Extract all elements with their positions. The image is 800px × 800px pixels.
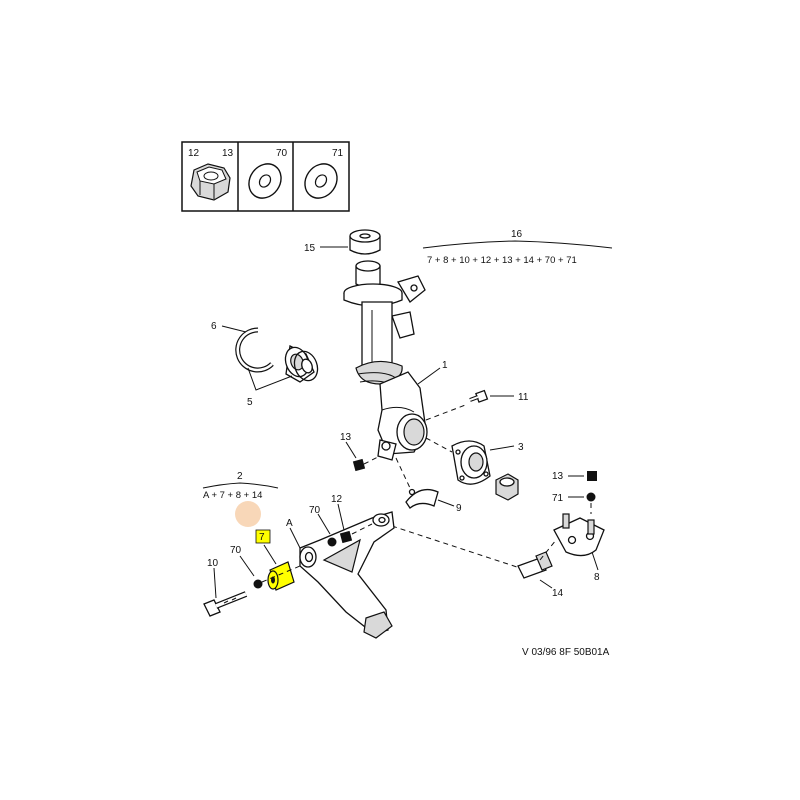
group-2-brace <box>202 482 279 489</box>
callout-11: 11 <box>518 392 529 403</box>
group-16-label: 16 <box>511 229 523 240</box>
callout-7: 7 <box>259 532 265 543</box>
part-A-wishbone: A <box>286 511 395 639</box>
part-5-bearing: 5 <box>247 345 319 408</box>
assembly-line <box>351 523 373 535</box>
assembly-line <box>539 539 557 561</box>
part-71-washer: 71 <box>552 492 596 514</box>
part-13-nut-right: 13 <box>552 471 597 482</box>
part-3-hub: 3 <box>425 437 524 485</box>
callout-71: 71 <box>552 493 564 504</box>
group-2-label: 2 <box>237 471 243 482</box>
part-12-nut: 12 <box>331 494 373 544</box>
callout-A: A <box>286 518 293 529</box>
callout-1: 1 <box>442 360 448 371</box>
part-15-top-bush: 15 <box>304 229 381 255</box>
washer-dot-icon <box>586 492 596 502</box>
part-6-circlip: 6 <box>211 321 274 373</box>
callout-10: 10 <box>207 558 219 569</box>
reference-code: V 03/96 8F 50B01A <box>522 647 610 658</box>
washer-dot-icon <box>327 537 337 547</box>
assembly-line <box>363 455 381 465</box>
legend-label-13: 13 <box>222 148 234 159</box>
callout-13: 13 <box>340 432 352 443</box>
part-14-stud: 14 <box>391 525 564 599</box>
washer-icon <box>248 163 282 199</box>
callout-15: 15 <box>304 243 316 254</box>
callout-14: 14 <box>552 588 564 599</box>
group-2: 2 A + 7 + 8 + 14 <box>202 471 279 501</box>
part-13-nut: 13 <box>340 432 381 472</box>
group-16: 16 7 + 8 + 10 + 12 + 13 + 14 + 70 + 71 <box>422 229 613 266</box>
assembly-line <box>391 525 521 569</box>
group-16-formula: 7 + 8 + 10 + 12 + 13 + 14 + 70 + 71 <box>427 255 577 266</box>
legend-box: 12 13 70 71 <box>181 141 350 212</box>
washer-dot-icon <box>253 579 263 589</box>
nut-square-icon <box>587 471 597 481</box>
callout-9: 9 <box>456 503 462 514</box>
assembly-line <box>261 565 301 583</box>
callout-70-lower: 70 <box>230 545 242 556</box>
legend-label-12: 12 <box>188 148 200 159</box>
part-9-shield: 9 <box>395 457 462 514</box>
group-16-brace <box>422 240 613 249</box>
part-10-bolt: 10 <box>203 558 301 617</box>
callout-13-right: 13 <box>552 471 564 482</box>
callout-3: 3 <box>518 442 524 453</box>
part-11-bolt: 11 <box>425 389 529 421</box>
callout-8: 8 <box>594 572 600 583</box>
nut-square-icon <box>352 458 366 472</box>
hub-nut <box>495 473 519 501</box>
assembly-line <box>395 457 411 489</box>
group-2-formula: A + 7 + 8 + 14 <box>203 490 262 501</box>
callout-70-upper: 70 <box>309 505 321 516</box>
assembly-line <box>425 403 469 421</box>
nut-icon <box>190 163 231 201</box>
callout-7-highlight <box>255 529 271 544</box>
callout-12: 12 <box>331 494 343 505</box>
nut-square-icon <box>339 530 353 544</box>
part-70-washer-lower: 70 <box>230 545 263 589</box>
part-70-washer-upper: 70 <box>309 505 337 547</box>
part-1-knuckle: 1 <box>343 260 448 461</box>
washer-icon <box>304 163 338 199</box>
assembly-line <box>425 437 453 453</box>
legend-label-71: 71 <box>332 148 344 159</box>
part-8-bracket: 8 <box>553 513 605 583</box>
callout-6: 6 <box>211 321 217 332</box>
legend-label-70: 70 <box>276 148 288 159</box>
callout-5: 5 <box>247 397 253 408</box>
part-7-bush: 7 <box>255 529 295 591</box>
position-marker <box>235 501 261 527</box>
